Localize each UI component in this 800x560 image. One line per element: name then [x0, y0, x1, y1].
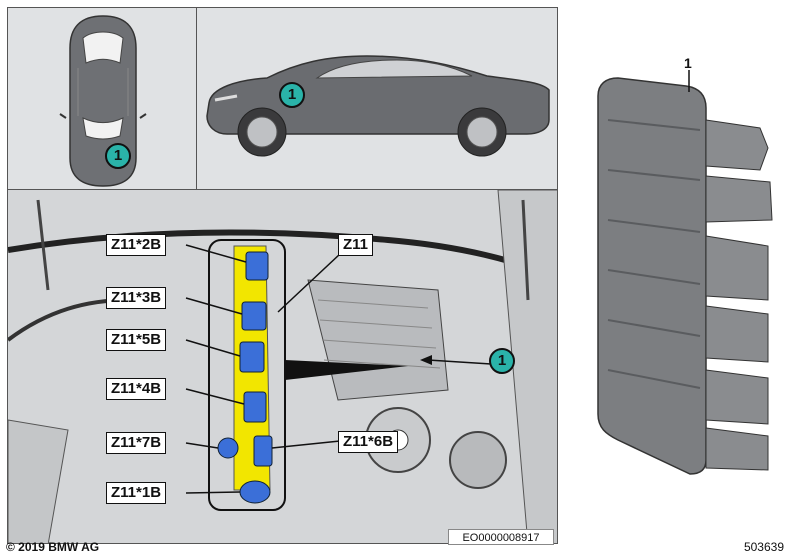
car-side-view-illustration: [206, 55, 550, 157]
copyright-text: © 2019 BMW AG: [6, 540, 100, 554]
location-badge-engine: 1: [489, 348, 515, 374]
label-z11-4b: Z11*4B: [106, 378, 167, 400]
side-view-panel: 1: [196, 7, 558, 190]
top-view-panel: 1: [7, 7, 197, 190]
label-z11-6b: Z11*6B: [338, 431, 399, 453]
label-z11-5b: Z11*5B: [106, 329, 167, 351]
part-number-label: 1: [684, 55, 692, 71]
label-z11-2b: Z11*2B: [106, 234, 167, 256]
label-z11-7b: Z11*7B: [106, 432, 167, 454]
label-z11: Z11: [338, 234, 374, 256]
image-code: EO0000008917: [448, 529, 554, 545]
label-z11-1b: Z11*1B: [106, 482, 167, 504]
label-z11-3b: Z11*3B: [106, 287, 167, 309]
location-badge-side: 1: [279, 82, 305, 108]
car-top-view-illustration: [59, 15, 147, 187]
engine-bay-panel: Z11*2B Z11*3B Z11*5B Z11*4B Z11*7B Z11*1…: [7, 189, 558, 544]
engine-bay-illustration: [8, 190, 557, 543]
reference-number: 503639: [743, 540, 784, 554]
location-badge-top: 1: [105, 143, 131, 169]
